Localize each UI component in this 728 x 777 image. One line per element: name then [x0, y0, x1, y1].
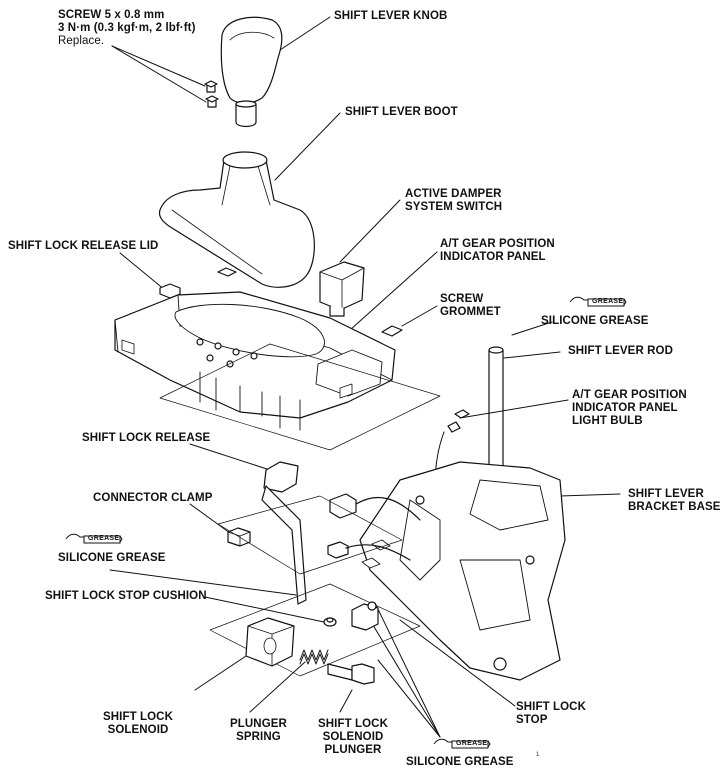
shift-lock-release-lid-label: SHIFT LOCK RELEASE LID	[8, 240, 159, 252]
shift-lock-release-label: SHIFT LOCK RELEASE	[82, 432, 211, 444]
bulb-line3: LIGHT BULB	[572, 415, 643, 427]
shift-lever-knob-icon	[220, 16, 283, 128]
shift-lever-boot-icon	[158, 151, 315, 288]
connector-harness	[327, 493, 421, 561]
clip-icon	[159, 267, 470, 419]
solenoid-plunger-label: SHIFT LOCK SOLENOID PLUNGER	[318, 718, 388, 757]
shift-lever-rod-label: SHIFT LEVER ROD	[568, 345, 674, 357]
indicator-panel-line2: INDICATOR PANEL	[440, 251, 546, 263]
bulb-line2: INDICATOR PANEL	[572, 402, 678, 414]
spring-line2: SPRING	[236, 731, 281, 743]
active-damper-switch-label: ACTIVE DAMPER SYSTEM SWITCH	[405, 188, 502, 214]
stop-cushion-icon	[323, 617, 337, 627]
screw-icon	[204, 80, 219, 108]
screw-size-text: SCREW 5 x 0.8 mm	[58, 9, 165, 21]
grease-badge-text: GREASE	[88, 535, 120, 542]
spring-line1: PLUNGER	[230, 718, 287, 730]
lower-outline-a	[217, 495, 403, 575]
leader-lines	[109, 16, 621, 738]
plunger-line1: SHIFT LOCK	[318, 718, 388, 730]
plunger-line3: PLUNGER	[324, 744, 382, 756]
stop-line2: STOP	[516, 714, 548, 726]
screw-spec-label: SCREW 5 x 0.8 mm 3 N·m (0.3 kgf·m, 2 lbf…	[58, 9, 196, 48]
indicator-bulb-label: A/T GEAR POSITION INDICATOR PANEL LIGHT …	[572, 389, 687, 428]
connector-clamp-label: CONNECTOR CLAMP	[93, 492, 213, 504]
screw-torque-text: 3 N·m (0.3 kgf·m, 2 lbf·ft)	[58, 22, 196, 34]
silicone-grease-label-left: SILICONE GREASE	[58, 552, 166, 564]
shift-lock-solenoid-label: SHIFT LOCK SOLENOID	[103, 711, 173, 737]
grease-badge-text: GREASE	[592, 298, 624, 305]
indicator-panel-line1: A/T GEAR POSITION	[440, 238, 555, 250]
grease-tube-icon: GREASE	[64, 533, 124, 545]
grease-tube-graphic	[433, 738, 491, 749]
console-panel-icon	[114, 291, 396, 431]
shift-lever-boot-label: SHIFT LEVER BOOT	[345, 106, 458, 118]
shift-lock-stop-cushion-label: SHIFT LOCK STOP CUSHION	[45, 590, 207, 602]
stop-line1: SHIFT LOCK	[516, 701, 586, 713]
shift-lock-stop-label: SHIFT LOCK STOP	[516, 701, 586, 727]
active-damper-line2: SYSTEM SWITCH	[405, 201, 503, 213]
active-damper-line1: ACTIVE DAMPER	[405, 188, 502, 200]
solenoid-line2: SOLENOID	[107, 724, 169, 736]
silicone-grease-label-top: SILICONE GREASE	[541, 315, 649, 327]
grease-badge-text: GREASE	[456, 740, 488, 747]
bracket-base-label: SHIFT LEVER BRACKET BASE	[628, 488, 721, 514]
indicator-panel-label: A/T GEAR POSITION INDICATOR PANEL	[440, 238, 555, 264]
bulb-line1: A/T GEAR POSITION	[572, 389, 687, 401]
shift-lock-stop-icon	[351, 601, 379, 631]
shift-lock-solenoid-icon	[245, 617, 295, 667]
bracket-base-icon	[359, 461, 566, 681]
screw-replace-text: Replace.	[58, 35, 105, 47]
silicone-grease-label-bottom: SILICONE GREASE	[406, 756, 514, 768]
bracket-line1: SHIFT LEVER	[628, 488, 704, 500]
grease-tube-icon: GREASE	[432, 738, 492, 750]
solenoid-line1: SHIFT LOCK	[103, 711, 173, 723]
screw-grommet-line2: GROMMET	[440, 306, 501, 318]
plunger-spring-icon	[299, 649, 329, 665]
screw-grommet-line1: SCREW	[440, 293, 484, 305]
shift-lever-knob-label: SHIFT LEVER KNOB	[334, 10, 448, 22]
bracket-line2: BRACKET BASE	[628, 501, 721, 513]
mounting-outline	[159, 343, 441, 451]
solenoid-plunger-icon	[327, 663, 375, 685]
page-mark: 1	[536, 752, 540, 758]
active-damper-switch-icon	[319, 261, 365, 317]
grease-tube-graphic	[65, 533, 123, 544]
shift-lock-release-icon	[261, 461, 307, 605]
plunger-spring-label: PLUNGER SPRING	[230, 718, 287, 744]
plunger-line2: SOLENOID	[322, 731, 384, 743]
grease-tube-graphic	[569, 296, 627, 307]
grease-tube-icon: GREASE	[568, 296, 628, 308]
screw-grommet-label: SCREW GROMMET	[440, 293, 501, 319]
